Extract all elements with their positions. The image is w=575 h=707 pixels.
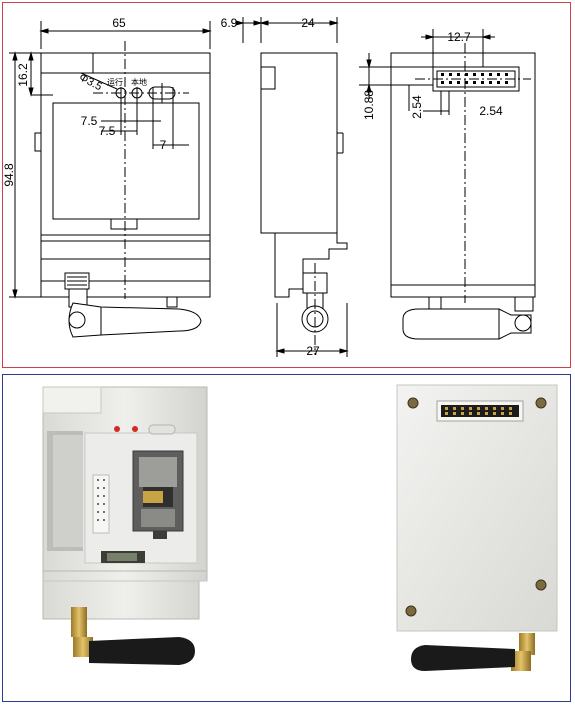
connector-height-dim: 10.88 — [362, 90, 376, 120]
led-label-run: 运行 — [107, 77, 123, 87]
offset-dim-3: 7 — [160, 138, 167, 152]
device-front-photo — [42, 386, 208, 665]
technical-drawing: 65 94.8 16.2 Φ3.5 运行 本地 7.5 7.5 7 6.9 24… — [2, 16, 536, 358]
product-photos — [42, 384, 558, 671]
side-width-dim: 24 — [301, 16, 315, 30]
mounting-screw-icon — [535, 397, 547, 409]
device-back-photo — [396, 384, 558, 671]
pitch-dim-horizontal: 2.54 — [479, 104, 503, 118]
sma-connector — [519, 633, 535, 655]
mounting-screw-icon — [405, 605, 417, 617]
mounting-screw-icon — [407, 397, 419, 409]
sma-connector — [71, 607, 87, 637]
front-width-dim: 65 — [112, 16, 126, 30]
local-led — [132, 426, 138, 432]
front-view — [9, 21, 212, 338]
pitch-dim-vertical: 2.54 — [410, 95, 424, 119]
run-led — [114, 426, 120, 432]
technical-drawing-panel: 65 94.8 16.2 Φ3.5 运行 本地 7.5 7.5 7 6.9 24… — [2, 2, 571, 368]
internal-pin-header — [92, 474, 110, 534]
product-photos-panel — [2, 374, 571, 702]
sma-antenna — [411, 645, 515, 671]
front-top-offset-dim: 16.2 — [16, 63, 30, 87]
front-height-dim: 94.8 — [3, 163, 16, 187]
side-view — [235, 17, 349, 357]
hole-diameter-dim: Φ3.5 — [77, 71, 104, 93]
offset-dim-1: 7.5 — [81, 114, 98, 128]
offset-dim-2: 7.5 — [99, 124, 116, 138]
back-view — [359, 29, 536, 340]
side-bottom-width-dim: 27 — [306, 344, 320, 358]
pin-header-pins — [441, 73, 508, 84]
side-offset-dim: 6.9 — [221, 16, 238, 30]
led-label-local: 本地 — [131, 77, 147, 87]
sma-antenna — [89, 637, 195, 665]
mounting-screw-icon — [535, 579, 547, 591]
connector-width-dim: 12.7 — [447, 30, 471, 44]
